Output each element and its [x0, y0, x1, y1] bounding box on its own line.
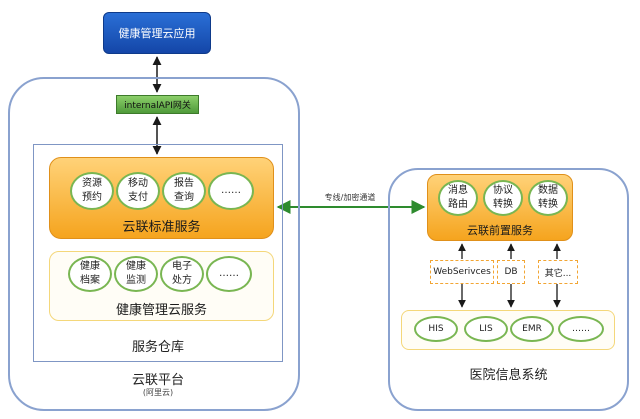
- adapter-other: 其它...: [538, 260, 578, 284]
- front-item-protocol: 协议 转换: [483, 180, 523, 216]
- std-item-report: 报告 查询: [162, 172, 206, 210]
- health-service-label: 健康管理云服务: [115, 303, 207, 318]
- api-gateway-box: internalAPI网关: [116, 95, 199, 114]
- adapter-webservices: WebSerivces: [430, 260, 494, 284]
- system-more: ……: [558, 316, 604, 342]
- platform-sublabel: (阿里云): [142, 388, 174, 397]
- front-item-routing: 消息 路由: [438, 180, 478, 216]
- cloud-platform-frame: [8, 77, 300, 411]
- health-item-records: 健康 档案: [68, 256, 112, 292]
- std-item-more: ……: [208, 172, 254, 210]
- system-emr: EMR: [510, 316, 554, 342]
- system-his: HIS: [414, 316, 458, 342]
- platform-label: 云联平台: [131, 373, 184, 388]
- std-item-booking: 资源 预约: [70, 172, 114, 210]
- hospital-label: 医院信息系统: [469, 368, 548, 383]
- service-repository-frame: [33, 144, 283, 362]
- channel-label: 专线/加密通道: [324, 193, 376, 202]
- std-item-payment: 移动 支付: [116, 172, 160, 210]
- health-item-monitoring: 健康 监测: [114, 256, 158, 292]
- health-item-more: ……: [206, 256, 252, 292]
- hospital-system-frame: [388, 168, 629, 411]
- api-gateway-label: internalAPI网关: [124, 101, 191, 111]
- front-item-data: 数据 转换: [528, 180, 568, 216]
- health-cloud-app-box: 健康管理云应用: [103, 12, 211, 54]
- health-item-prescription: 电子 处方: [160, 256, 204, 292]
- adapter-db: DB: [497, 260, 525, 284]
- front-service-label: 云联前置服务: [467, 224, 533, 237]
- system-lis: LIS: [464, 316, 508, 342]
- standard-service-label: 云联标准服务: [122, 220, 201, 235]
- health-cloud-app-label: 健康管理云应用: [118, 27, 196, 40]
- repository-label: 服务仓库: [131, 340, 184, 355]
